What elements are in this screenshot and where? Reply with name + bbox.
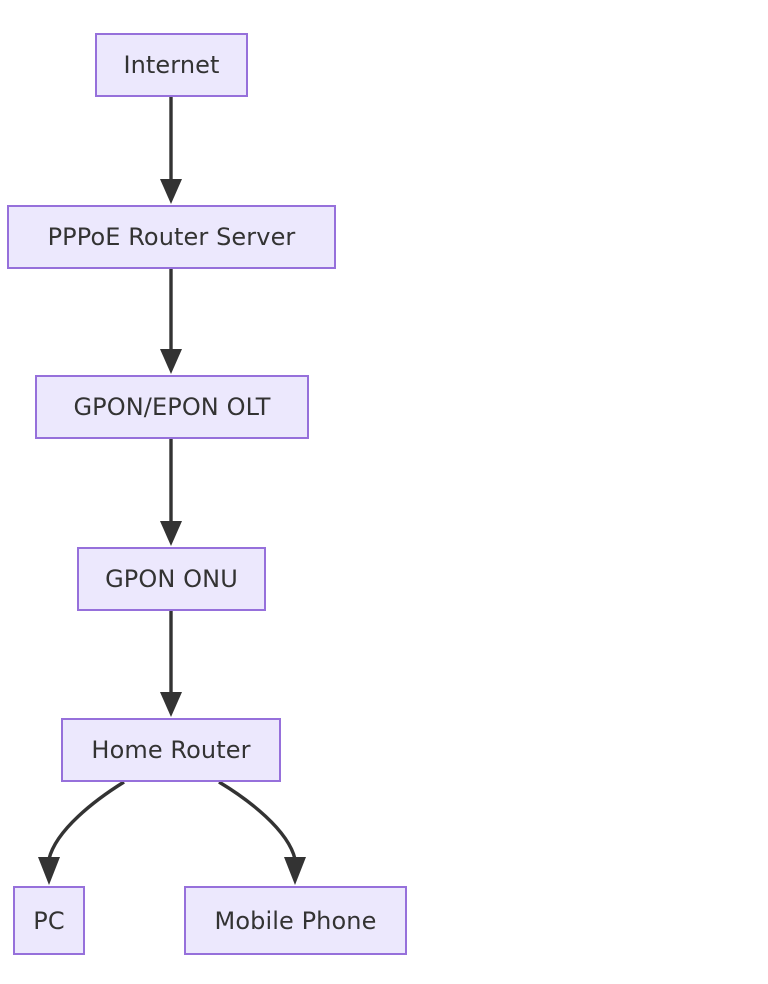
flowchart-node-label: Home Router (91, 736, 251, 764)
arrowhead-icon (284, 857, 306, 885)
arrowhead-icon (38, 857, 60, 885)
arrowhead-icon (160, 179, 182, 204)
flowchart-node-pppoe[interactable]: PPPoE Router Server (7, 205, 336, 269)
flowchart-edge (218, 780, 297, 860)
arrowhead-icon (160, 349, 182, 374)
flowchart-edge (47, 780, 125, 860)
flowchart-node-onu[interactable]: GPON ONU (77, 547, 266, 611)
flowchart-node-pc[interactable]: PC (13, 886, 85, 955)
flowchart-node-olt[interactable]: GPON/EPON OLT (35, 375, 309, 439)
arrowhead-icon (160, 521, 182, 546)
flowchart-node-label: GPON ONU (105, 565, 238, 593)
flowchart-node-label: GPON/EPON OLT (73, 393, 271, 421)
flowchart-node-label: PC (33, 906, 65, 935)
flowchart-node-label: Internet (123, 51, 220, 79)
flowchart-node-label: PPPoE Router Server (47, 223, 296, 251)
flowchart-node-label: Mobile Phone (214, 906, 377, 935)
flowchart-node-home_router[interactable]: Home Router (61, 718, 281, 782)
flowchart-node-mobile[interactable]: Mobile Phone (184, 886, 407, 955)
arrowhead-icon (160, 692, 182, 717)
flowchart-node-internet[interactable]: Internet (95, 33, 248, 97)
